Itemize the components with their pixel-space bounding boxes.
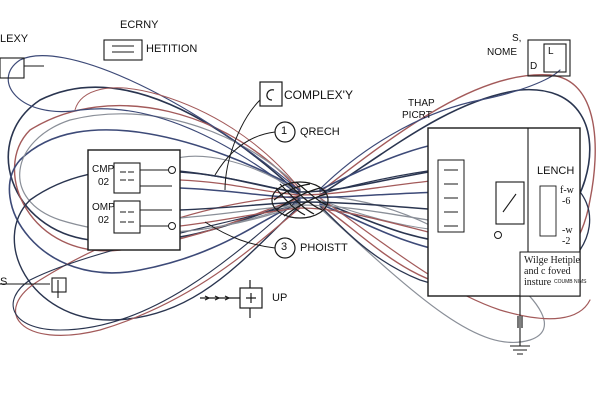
device-box [527, 39, 571, 77]
callout-lead [214, 131, 276, 176]
cable-tie [271, 181, 329, 219]
label-s-comma: S, [512, 33, 522, 44]
right-tie-marker [517, 316, 523, 328]
tie-strand [283, 193, 327, 217]
tie-marker [517, 316, 523, 328]
wire [13, 104, 301, 252]
symbol-hook [266, 89, 275, 101]
left-component-box [87, 149, 181, 251]
terminal [168, 166, 176, 174]
arrow-marks [204, 295, 231, 301]
wire [179, 187, 441, 199]
output-block [539, 185, 557, 237]
note-line-3: insture [524, 277, 552, 288]
note-line-2: and c foved [524, 266, 571, 277]
central-bundle [179, 169, 441, 236]
label-fw-1-sub: -6 [562, 196, 571, 207]
ecrny-device [103, 39, 143, 61]
left-plug-symbol [0, 277, 67, 298]
device-lines [112, 45, 134, 53]
component-symbol [246, 293, 256, 303]
note-small-caption: COUMB NIMS [554, 279, 587, 285]
callout-lead [204, 221, 276, 249]
note-box [519, 251, 581, 297]
box-outline [87, 149, 181, 251]
device-box [0, 57, 25, 79]
terminal [494, 231, 502, 239]
connector-2 [113, 200, 141, 234]
terminal-marks [444, 169, 458, 227]
tie-loop [271, 181, 329, 219]
up-component [200, 280, 263, 318]
tie-strand [273, 183, 311, 201]
label-cmp-2: OMP [92, 202, 115, 213]
device-inner [543, 43, 567, 73]
tie-strand [279, 183, 315, 215]
wire [74, 87, 301, 190]
switch-arm [502, 193, 517, 213]
label-lexy: LEXY [0, 33, 29, 45]
device-box [103, 39, 143, 61]
plug-lead [0, 280, 59, 298]
label-cmp-1: CMP [92, 164, 115, 175]
plug-box [51, 277, 67, 293]
wire [319, 69, 561, 190]
label-qrech: QRECH [300, 126, 340, 138]
connector-pins [120, 171, 134, 223]
callout-number-1: 1 [281, 125, 288, 137]
relay-switch [495, 181, 525, 225]
label-up: UP [272, 292, 288, 304]
complexy-symbol [224, 81, 283, 191]
wire [319, 88, 591, 247]
label-nome: NOME [487, 47, 517, 58]
wire [7, 55, 301, 197]
ground-lead [510, 296, 530, 355]
label-s-left: S [0, 276, 8, 288]
label-d: D [530, 61, 538, 72]
wire [179, 201, 441, 211]
callout-1 [214, 121, 296, 176]
tie-strand [287, 182, 323, 211]
terminal-strip [437, 159, 465, 233]
wire [179, 207, 441, 236]
right-component-box [427, 127, 581, 355]
symbol-box [259, 81, 283, 107]
wire [179, 179, 441, 196]
tie-strand [275, 187, 306, 216]
callout [224, 99, 261, 191]
note-line-1: Wilge Hetiple [524, 255, 580, 266]
top-left-device [0, 57, 44, 79]
label-ecrny: ECRNY [120, 19, 159, 31]
label-complexy: COMPLEX'Y [284, 88, 353, 102]
terminal [168, 222, 176, 230]
label-fw-2-sub: -2 [562, 236, 571, 247]
label-fw-2: -w [562, 225, 573, 236]
label-cmp-2-num: 02 [98, 215, 110, 226]
label-l: L [548, 46, 554, 57]
wire [319, 74, 596, 291]
callout-number-3: 3 [281, 241, 288, 253]
label-picrt: PICRT [402, 110, 432, 121]
top-right-device [527, 39, 571, 77]
label-phoistt: PHOISTT [300, 242, 348, 254]
callout-3 [204, 221, 296, 259]
wire [179, 169, 441, 193]
tie-strand [295, 181, 327, 206]
label-lench: LENCH [537, 165, 575, 177]
wire [319, 197, 591, 320]
connector-1 [113, 162, 141, 194]
label-hetition: HETITION [146, 43, 198, 55]
label-fw-1: f-w [560, 185, 574, 196]
tie-strand [275, 187, 321, 211]
label-cmp-1-num: 02 [98, 177, 110, 188]
label-thap: THAP [408, 98, 435, 109]
